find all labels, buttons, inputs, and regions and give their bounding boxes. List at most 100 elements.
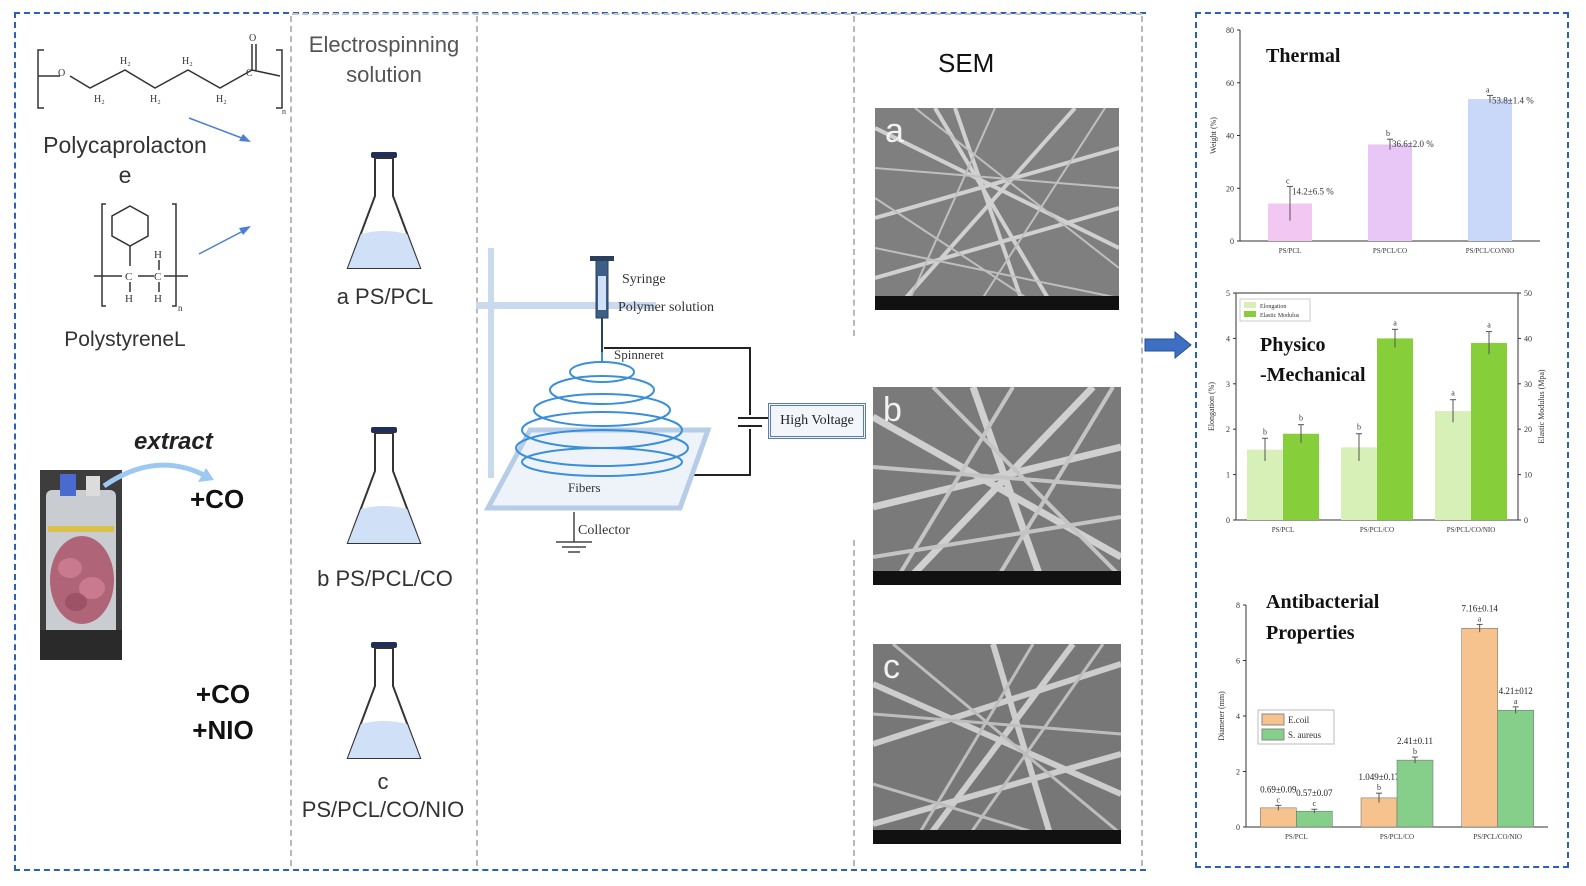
mech-letter: a [1451, 389, 1455, 398]
anti-bar [1461, 628, 1498, 828]
flask-a-label: a PS/PCL [336, 284, 434, 309]
svg-text:H₂: H₂ [182, 56, 193, 67]
thermal-ytick-label: 40 [1226, 132, 1234, 141]
sem-label-c: c [883, 648, 900, 686]
anti-value-label: 4.21±012 [1499, 686, 1533, 696]
thermal-value-label: 53.8±1.4 % [1492, 95, 1534, 105]
mech-ytick-label: 0 [1226, 516, 1230, 525]
flask-c-label: c PS/PCL/CO/NIO [301, 769, 465, 822]
thermal-ytick-label: 20 [1226, 184, 1234, 193]
mech-ytick-label: 1 [1226, 471, 1230, 480]
thermal-bar [1368, 144, 1412, 241]
anti-ytick-label: 2 [1236, 768, 1240, 777]
mech-bar [1247, 449, 1283, 520]
divider-3 [853, 16, 855, 336]
anti-ylabel: Diameter (mm) [1217, 691, 1226, 741]
anti-letter: c [1277, 795, 1281, 804]
mech-y2tick-label: 50 [1524, 289, 1532, 298]
svg-text:H: H [154, 293, 162, 305]
mech-bar [1377, 338, 1413, 520]
svg-text:C: C [154, 271, 161, 283]
mech-xtick-label: PS/PCL/CO [1360, 526, 1394, 534]
anti-ytick-label: 4 [1236, 712, 1240, 721]
anti-bar [1396, 759, 1434, 828]
mech-letter: a [1393, 318, 1397, 327]
thermal-xtick-label: PS/PCL/CO/NIO [1466, 247, 1515, 255]
mech-y2tick-label: 20 [1524, 425, 1532, 434]
mech-y2label: Elastic Modulus (Mpa) [1537, 369, 1546, 444]
anti-letter: c [1313, 799, 1317, 808]
sem-label-b: b [883, 391, 902, 429]
anti-legend-label: S. aureus [1288, 730, 1321, 740]
thermal-letter: c [1286, 176, 1290, 185]
thermal-bar [1468, 99, 1512, 241]
mech-y2tick-label: 40 [1524, 334, 1532, 343]
mech-legend-box [1239, 298, 1311, 322]
sem-image-c: c [873, 644, 1121, 844]
divider-right [1141, 16, 1143, 866]
mech-legend-swatch [1244, 311, 1256, 317]
svg-text:O: O [58, 68, 65, 79]
anti-legend-label: E.coil [1288, 715, 1310, 725]
mech-letter: b [1263, 427, 1267, 436]
anti-bar [1296, 810, 1333, 828]
syringe-label: Syringe [622, 272, 666, 287]
cabbage-jar-photo [40, 470, 122, 660]
anti-title-line-1: Properties [1266, 622, 1355, 644]
mech-xtick-label: PS/PCL [1272, 526, 1295, 534]
flask-a-icon [346, 152, 422, 269]
flask-c-icon [346, 642, 422, 759]
anti-xtick-label: PS/PCL/CO/NIO [1473, 833, 1522, 841]
mech-xtick-label: PS/PCL/CO/NIO [1447, 526, 1496, 534]
thermal-ytick-label: 60 [1226, 79, 1234, 88]
sem-image-a: a [875, 108, 1119, 310]
anti-title-line-0: Antibacterial [1266, 591, 1380, 613]
anti-legend-swatch [1261, 728, 1285, 741]
anti-legend-swatch [1261, 713, 1285, 726]
arrow-pcl [188, 117, 251, 142]
divider-3b [853, 540, 855, 866]
pcl-label: Polycaprolacton e [43, 132, 207, 188]
sem-label-a: a [885, 112, 904, 150]
thermal-ytick-label: 80 [1226, 26, 1234, 35]
mech-ytick-label: 4 [1226, 334, 1230, 343]
mech-bar [1471, 342, 1507, 520]
thermal-value-label: 14.2±6.5 % [1292, 186, 1334, 196]
add-co-label: +CO [190, 484, 245, 514]
thermal-letter: a [1486, 85, 1490, 94]
fibers-label: Fibers [568, 480, 601, 495]
svg-text:H₂: H₂ [120, 56, 131, 67]
mech-y2tick-label: 30 [1524, 380, 1532, 389]
anti-ytick-label: 6 [1236, 657, 1240, 666]
mech-ytick-label: 2 [1226, 425, 1230, 434]
anti-value-label: 7.16±0.14 [1461, 603, 1498, 613]
anti-bar [1260, 807, 1297, 828]
sem-heading: SEM [938, 48, 995, 78]
mech-bar [1283, 433, 1319, 520]
thermal-xtick-label: PS/PCL [1279, 247, 1302, 255]
svg-text:n: n [282, 107, 286, 116]
anti-value-label: 0.69±0.09 [1260, 784, 1297, 794]
anti-letter: b [1413, 747, 1417, 756]
svg-text:H₂: H₂ [216, 94, 227, 105]
svg-text:H: H [154, 249, 162, 261]
polymer-solution-label: Polymer solution [618, 300, 715, 315]
thermal-ylabel: Weight (%) [1209, 117, 1218, 154]
mech-bar [1435, 411, 1471, 520]
anti-value-label: 0.57±0.07 [1296, 788, 1333, 798]
high-voltage-box: High Voltage [768, 403, 866, 439]
mech-y2tick-label: 0 [1524, 516, 1528, 525]
thermal-ytick-label: 0 [1230, 237, 1234, 246]
extract-arrow [102, 462, 214, 489]
results-arrow [1144, 330, 1192, 360]
divider-1 [290, 16, 292, 866]
flask-b-icon [346, 427, 422, 544]
mech-letter: b [1299, 414, 1303, 423]
anti-bar [1497, 709, 1534, 828]
svg-text:C: C [246, 68, 253, 79]
add-co-nio-label: +CO +NIO [192, 679, 254, 745]
